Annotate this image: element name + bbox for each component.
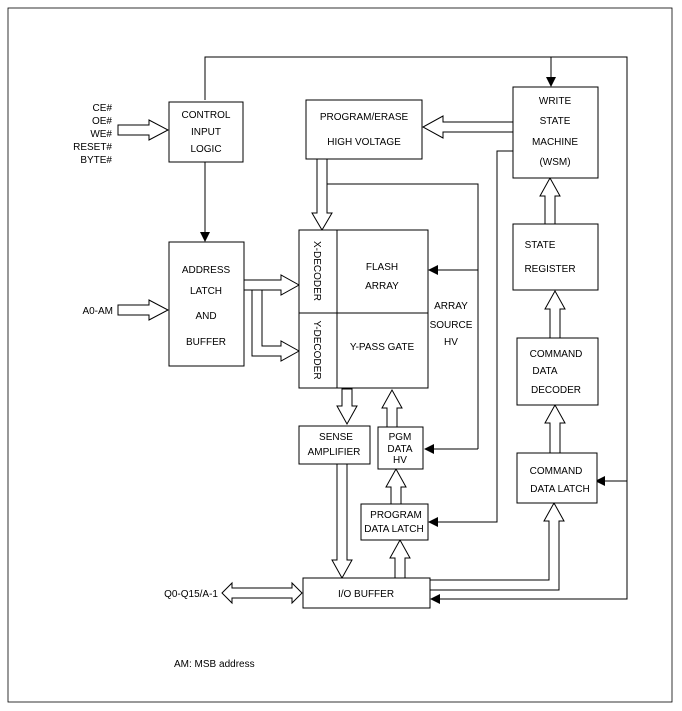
address-latch-label-1: ADDRESS bbox=[182, 265, 231, 276]
control-input-reset: RESET# bbox=[73, 142, 112, 153]
decoder-to-register-arrow bbox=[544, 289, 566, 339]
command-latch-label-1: COMMAND bbox=[530, 466, 583, 477]
hv-distribution-line bbox=[322, 183, 479, 449]
address-latch-label-3: AND bbox=[195, 311, 216, 322]
control-input-ce: CE# bbox=[93, 103, 113, 114]
wsm-label-4: (WSM) bbox=[539, 157, 570, 168]
pgm-data-hv-label-3: HV bbox=[393, 455, 407, 466]
address-input-label: A0-AM bbox=[82, 306, 113, 317]
state-register-label-1: STATE bbox=[525, 240, 556, 251]
footnote: AM: MSB address bbox=[174, 659, 255, 670]
control-input-logic-block bbox=[168, 101, 244, 163]
x-decoder-label: X-DECODER bbox=[311, 241, 322, 301]
wsm-to-pe-arrow bbox=[421, 115, 514, 139]
y-pass-gate-label: Y-PASS GATE bbox=[350, 342, 415, 353]
wsm-to-program-latch-line bbox=[434, 150, 513, 523]
wsm-label-2: STATE bbox=[540, 116, 571, 127]
control-input-we: WE# bbox=[90, 129, 112, 140]
address-to-ydecoder-arrow bbox=[251, 289, 301, 362]
address-bus-arrow bbox=[117, 299, 170, 321]
wsm-label-1: WRITE bbox=[539, 96, 572, 107]
program-latch-label-1: PROGRAM bbox=[370, 510, 422, 521]
y-decoder-label: Y-DECODER bbox=[311, 320, 322, 379]
control-to-wsm-line bbox=[204, 56, 628, 481]
pe-to-xdecoder-arrow bbox=[311, 158, 333, 231]
control-logic-label-2: INPUT bbox=[191, 127, 221, 138]
control-input-byte: BYTE# bbox=[80, 155, 112, 166]
control-logic-label-3: LOGIC bbox=[190, 144, 221, 155]
state-register-block bbox=[512, 223, 599, 291]
diagram-frame bbox=[7, 7, 673, 703]
program-latch-block bbox=[360, 503, 429, 541]
array-source-label-1: ARRAY bbox=[434, 301, 468, 312]
address-latch-label-2: LATCH bbox=[190, 286, 222, 297]
control-logic-label-1: CONTROL bbox=[182, 110, 231, 121]
pgm-to-ypass-arrow bbox=[381, 388, 403, 428]
pgm-data-hv-label-2: DATA bbox=[387, 444, 413, 455]
io-to-command-latch-arrow bbox=[429, 501, 565, 591]
pgm-data-hv-block bbox=[377, 426, 424, 470]
array-source-label-2: SOURCE bbox=[430, 320, 473, 331]
register-to-wsm-arrow bbox=[539, 176, 561, 225]
sense-amp-label-1: SENSE bbox=[319, 432, 353, 443]
io-buffer-block bbox=[302, 577, 431, 609]
bus-to-io-line bbox=[432, 481, 628, 600]
flash-array-label-2: ARRAY bbox=[365, 281, 399, 292]
flash-array-label-1: FLASH bbox=[366, 262, 398, 273]
command-latch-label-2: DATA LATCH bbox=[530, 484, 589, 495]
state-register-label-2: REGISTER bbox=[524, 264, 575, 275]
ypass-to-sense-arrow bbox=[336, 388, 358, 426]
flash-array-arrowhead bbox=[428, 265, 438, 275]
sense-amp-label-2: AMPLIFIER bbox=[308, 447, 361, 458]
command-latch-block bbox=[516, 452, 598, 504]
io-buffer-label: I/O BUFFER bbox=[338, 589, 394, 600]
wsm-arrowhead bbox=[546, 77, 556, 87]
command-decoder-label-1: COMMAND bbox=[530, 349, 583, 360]
program-latch-label-2: DATA LATCH bbox=[364, 524, 423, 535]
command-decoder-label-2: DATA bbox=[532, 366, 558, 377]
sense-to-io-arrow bbox=[331, 463, 353, 580]
command-decoder-block bbox=[516, 337, 599, 406]
command-decoder-label-3: DECODER bbox=[531, 385, 581, 396]
address-latch-arrowhead bbox=[200, 232, 210, 242]
array-source-label-3: HV bbox=[444, 337, 458, 348]
wsm-label-3: MACHINE bbox=[532, 137, 578, 148]
latch-to-decoder-arrow bbox=[544, 403, 566, 454]
program-erase-hv-block bbox=[305, 99, 423, 160]
control-input-oe: OE# bbox=[92, 116, 112, 127]
pgm-data-hv-arrowhead bbox=[424, 444, 434, 454]
write-state-machine-block bbox=[512, 86, 599, 179]
program-erase-label-1: PROGRAM/ERASE bbox=[320, 112, 409, 123]
program-erase-label-2: HIGH VOLTAGE bbox=[327, 137, 401, 148]
address-latch-label-4: BUFFER bbox=[186, 337, 226, 348]
address-latch-block bbox=[168, 241, 245, 367]
command-latch-arrowhead bbox=[595, 476, 605, 486]
program-latch-to-pgm-arrow bbox=[385, 467, 407, 505]
io-bus-arrow bbox=[221, 581, 303, 605]
io-buffer-arrowhead bbox=[430, 594, 440, 604]
io-to-program-latch-arrow bbox=[389, 538, 411, 579]
pgm-data-hv-label-1: PGM bbox=[389, 432, 412, 443]
sense-amplifier-block bbox=[298, 425, 371, 465]
flash-array-group bbox=[298, 229, 429, 389]
control-bus-arrow bbox=[117, 119, 170, 141]
io-port-label: Q0-Q15/A-1 bbox=[164, 589, 218, 600]
program-latch-arrowhead bbox=[428, 517, 438, 527]
